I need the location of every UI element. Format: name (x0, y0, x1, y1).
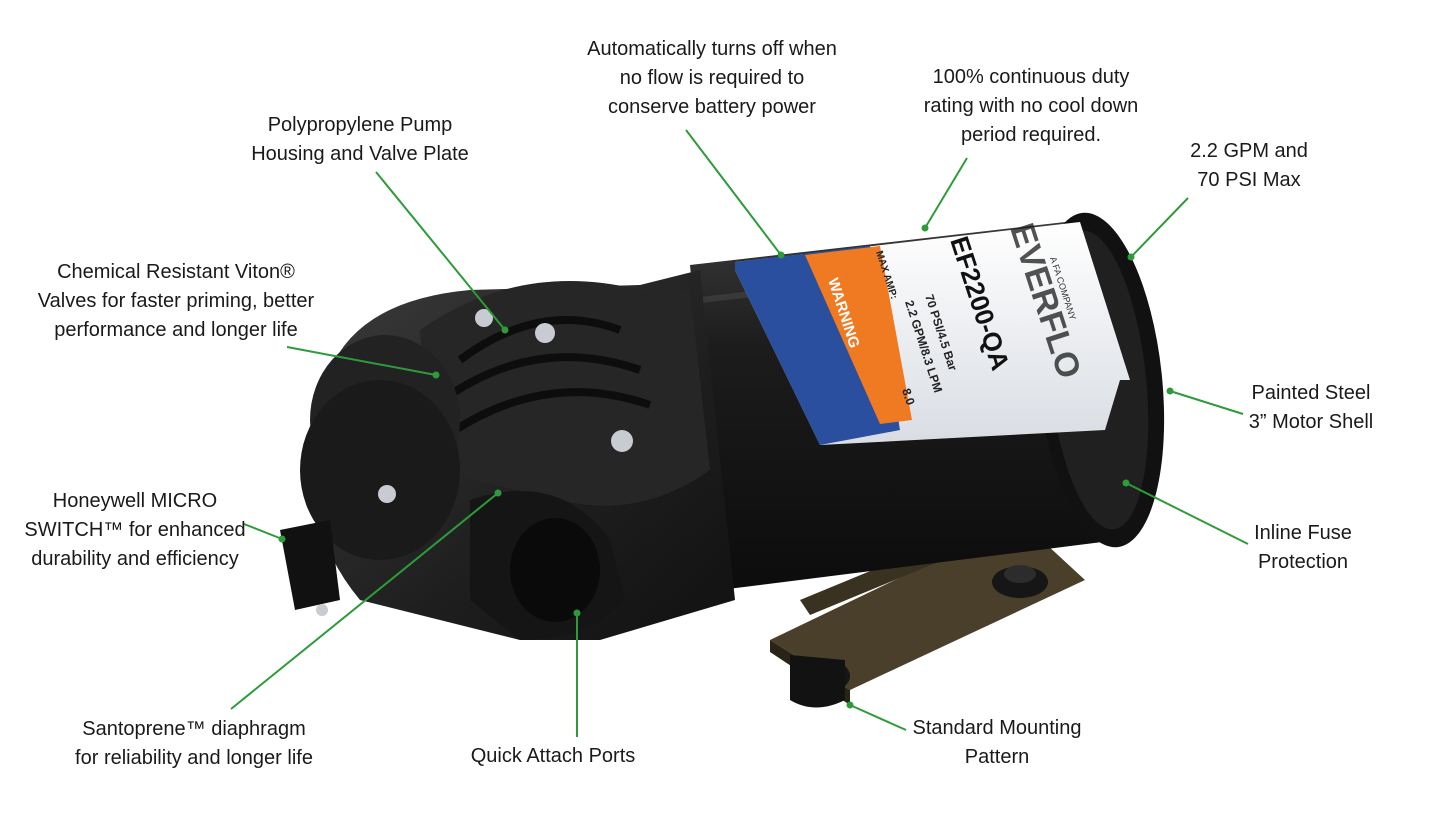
leader-diaphragm (230, 489, 502, 710)
leader-micro-switch (243, 523, 286, 543)
callout-line: Pattern (964, 746, 1030, 768)
pump-head (280, 270, 735, 640)
leader-lines (230, 129, 1249, 737)
callout-polypropylene: Polypropylene Pump Housing and Valve Pla… (251, 111, 469, 169)
leader-motor-shell (1166, 387, 1244, 415)
callout-line: Standard Mounting (912, 717, 1082, 739)
callout-line: Honeywell MICRO (52, 490, 218, 512)
callout-line: period required. (960, 124, 1102, 146)
leader-ports (573, 609, 581, 737)
callout-line: no flow is required to (619, 67, 805, 89)
screw-bottom (316, 604, 328, 616)
callout-line: rating with no cool down (923, 95, 1139, 117)
callout-line: for reliability and longer life (75, 747, 313, 769)
leader-auto-off (685, 129, 785, 259)
callout-viton: Chemical Resistant Viton® Valves for fas… (38, 258, 314, 345)
callout-line: Housing and Valve Plate (251, 143, 469, 165)
screw-left (378, 485, 396, 503)
callout-mounting: Standard Mounting Pattern (912, 714, 1081, 772)
callout-line: conserve battery power (608, 96, 816, 118)
callout-line: 70 PSI Max (1197, 169, 1301, 191)
leader-mounting (846, 701, 907, 731)
callout-line: Painted Steel (1251, 382, 1371, 404)
screw-top-left (475, 309, 493, 327)
label-max-amp-value: 8.0 (899, 387, 918, 408)
callout-gpm-psi: 2.2 GPM and 70 PSI Max (1190, 137, 1308, 195)
callout-line: Quick Attach Ports (470, 745, 636, 767)
callout-diaphragm: Santoprene™ diaphragm for reliability an… (75, 715, 313, 773)
callout-line: Inline Fuse (1254, 522, 1352, 544)
callout-fuse: Inline Fuse Protection (1254, 519, 1352, 577)
leader-fuse (1122, 479, 1249, 545)
callout-line: Valves for faster priming, better (37, 290, 315, 312)
leader-continuous-duty (921, 157, 968, 232)
callout-line: Polypropylene Pump (267, 114, 453, 136)
callout-line: durability and efficiency (31, 548, 239, 570)
micro-switch-housing (280, 520, 340, 610)
screw-right (611, 430, 633, 452)
callout-line: 2.2 GPM and (1190, 140, 1308, 162)
callout-continuous-duty: 100% continuous duty rating with no cool… (924, 63, 1139, 150)
callout-micro-switch: Honeywell MICRO SWITCH™ for enhanced dur… (24, 487, 245, 574)
callout-line: Automatically turns off when (587, 38, 837, 60)
callout-auto-off: Automatically turns off when no flow is … (587, 35, 837, 122)
callout-line: 100% continuous duty (932, 66, 1130, 88)
screw-top-right (535, 323, 555, 343)
callout-line: Protection (1257, 551, 1349, 573)
callout-line: performance and longer life (54, 319, 298, 341)
callout-line: 3” Motor Shell (1248, 411, 1374, 433)
leader-gpm-psi (1127, 197, 1189, 261)
leader-viton (286, 346, 440, 379)
callout-ports: Quick Attach Ports (471, 742, 636, 771)
callout-line: Chemical Resistant Viton® (57, 261, 295, 283)
product-label: WARNING EF2200-QA 70 PSI/4.5 Bar 2.2 GPM… (735, 219, 1130, 445)
callout-line: SWITCH™ for enhanced (24, 519, 246, 541)
callout-line: Santoprene™ diaphragm (82, 718, 306, 740)
leader-polypropylene (375, 171, 509, 334)
callout-motor-shell: Painted Steel 3” Motor Shell (1249, 379, 1374, 437)
